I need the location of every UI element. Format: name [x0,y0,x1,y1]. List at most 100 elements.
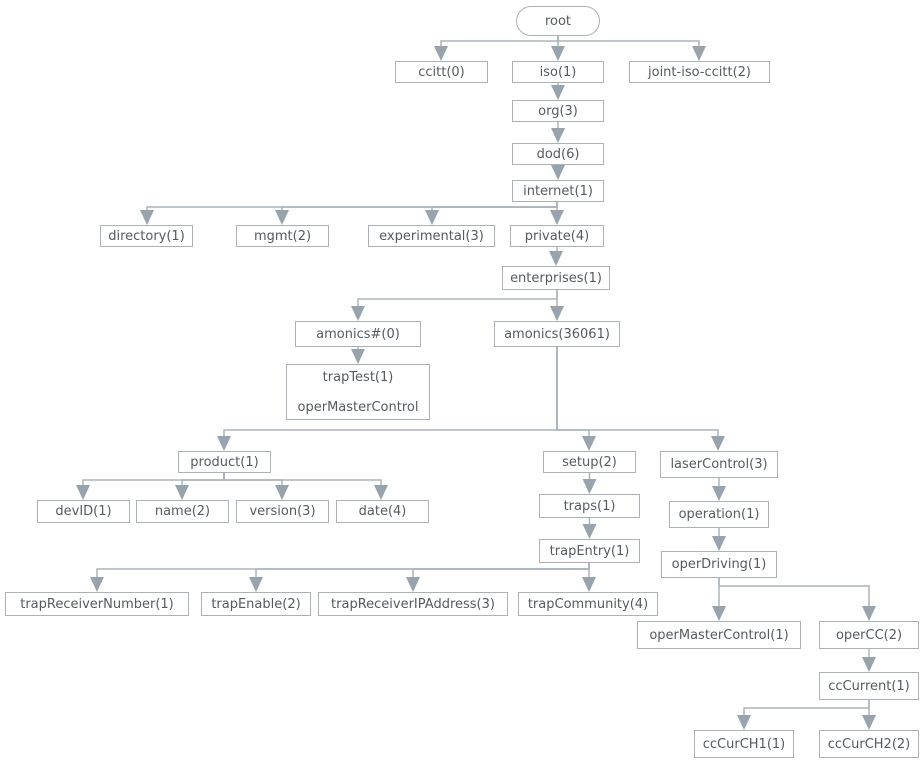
arrowhead-icon [551,128,565,143]
connector-root-ccitt [440,36,559,47]
connector-product-date [223,473,382,486]
node-label: trapEnable(2) [211,596,301,612]
node-label: ccitt(0) [418,64,465,80]
node-directory: directory(1) [100,225,193,247]
node-cccurrent: ccCurrent(1) [819,672,919,700]
node-trapcommunity: trapCommunity(4) [518,592,658,616]
arrowhead-icon [551,165,565,180]
node-label: root [544,13,572,29]
connector-product-name [181,473,225,486]
node-product: product(1) [178,451,271,473]
arrowhead-icon [862,657,876,672]
node-label: amonics#(0) [316,326,400,342]
arrowhead-icon [712,606,726,621]
connector-ccCurrent-ccCurCH1 [743,700,870,716]
arrowhead-icon [217,436,231,451]
connector-amonics-setup [556,347,590,437]
arrowhead-icon [712,536,726,551]
node-label: devID(1) [55,504,112,519]
node-dod: dod(6) [512,143,604,165]
node-label: ccCurCH1(1) [702,736,786,752]
node-org: org(3) [512,100,604,122]
connector-root-joint [557,36,700,47]
node-label: dod(6) [536,146,580,162]
arrowhead-icon [582,479,597,494]
node-label: amonics(36061) [504,326,610,342]
connector-trapEntry-trapReceiverIPAddress [412,563,590,578]
arrowhead-icon [551,85,565,100]
arrowhead-icon [551,46,565,61]
node-label: trapReceiverNumber(1) [20,596,174,612]
node-label: directory(1) [108,228,185,244]
arrowhead-icon [175,485,189,500]
node-label: ccCurCH2(2) [827,736,911,752]
arrowhead-icon [76,485,90,500]
arrowhead-icon [550,306,564,321]
node-ccitt: ccitt(0) [395,61,488,83]
node-label: name(2) [154,504,211,519]
arrowhead-icon [351,349,365,364]
node-root: root [516,6,600,36]
node-traptest: trapTest(1)operMasterControl [286,364,430,420]
node-devid: devID(1) [37,500,130,523]
node-label: version(3) [249,504,316,519]
node-label: experimental(3) [379,228,484,244]
node-label: laserControl(3) [670,457,768,472]
arrowhead-icon [582,436,596,451]
node-label: date(4) [358,504,407,519]
node-label: ccCurrent(1) [828,678,910,694]
arrowhead-icon [90,577,104,592]
node-mgmt: mgmt(2) [236,225,329,247]
arrowhead-icon [582,577,596,592]
arrowhead-icon [692,46,706,61]
node-label: operDriving(1) [671,557,767,572]
node-operation: operation(1) [669,501,769,528]
arrowhead-icon [550,210,564,225]
node-opercc: operCC(2) [819,621,919,649]
node-date: date(4) [336,500,429,523]
arrowhead-icon [275,485,289,500]
node-trapreceiveripaddress: trapReceiverIPAddress(3) [318,592,508,616]
arrowhead-icon [425,210,439,225]
connector-trapEntry-trapEnable [255,563,590,578]
node-label: operCC(2) [835,627,903,643]
node-label: trapCommunity(4) [527,596,649,612]
node-traps: traps(1) [539,494,640,518]
node-label: enterprises(1) [510,270,602,286]
arrowhead-icon [434,46,448,61]
node-version: version(3) [236,500,329,523]
arrowhead-icon [249,577,263,592]
node-trapreceivernumber: trapReceiverNumber(1) [5,592,189,616]
arrowhead-icon [711,436,725,451]
node-label: product(1) [190,454,259,470]
node-label: trapReceiverIPAddress(3) [331,596,495,612]
connector-operDriving-operCC [718,578,870,607]
node-label: internet(1) [523,183,593,199]
node-cccurch2: ccCurCH2(2) [819,730,919,758]
node-setup: setup(2) [543,451,636,473]
node-label: trapEntry(1) [549,543,630,559]
connector-trapEntry-trapReceiverNumber [96,563,590,578]
node-opermastercontrol: operMasterControl(1) [637,621,801,649]
node-label: operation(1) [678,507,760,522]
node-label: joint-iso-ccitt(2) [648,64,751,80]
arrowhead-icon [737,715,751,730]
node-internet: internet(1) [512,180,604,202]
node-label: private(4) [524,228,590,244]
node-label: operMasterControl(1) [649,627,789,643]
node-name: name(2) [136,500,229,523]
node-enterprises: enterprises(1) [502,266,610,290]
node-label: setup(2) [562,454,617,470]
node-sublabel: operMasterControl [297,399,419,415]
arrowhead-icon [275,210,289,225]
arrowhead-icon [862,715,876,730]
node-lasercontrol: laserControl(3) [660,451,778,478]
arrowhead-icon [374,485,388,500]
arrowhead-icon [549,251,563,266]
node-amonics-hash: amonics#(0) [295,321,421,347]
node-label: iso(1) [539,64,577,80]
connector-enterprises-amonicsHash [357,290,558,307]
node-label: traps(1) [563,498,616,514]
